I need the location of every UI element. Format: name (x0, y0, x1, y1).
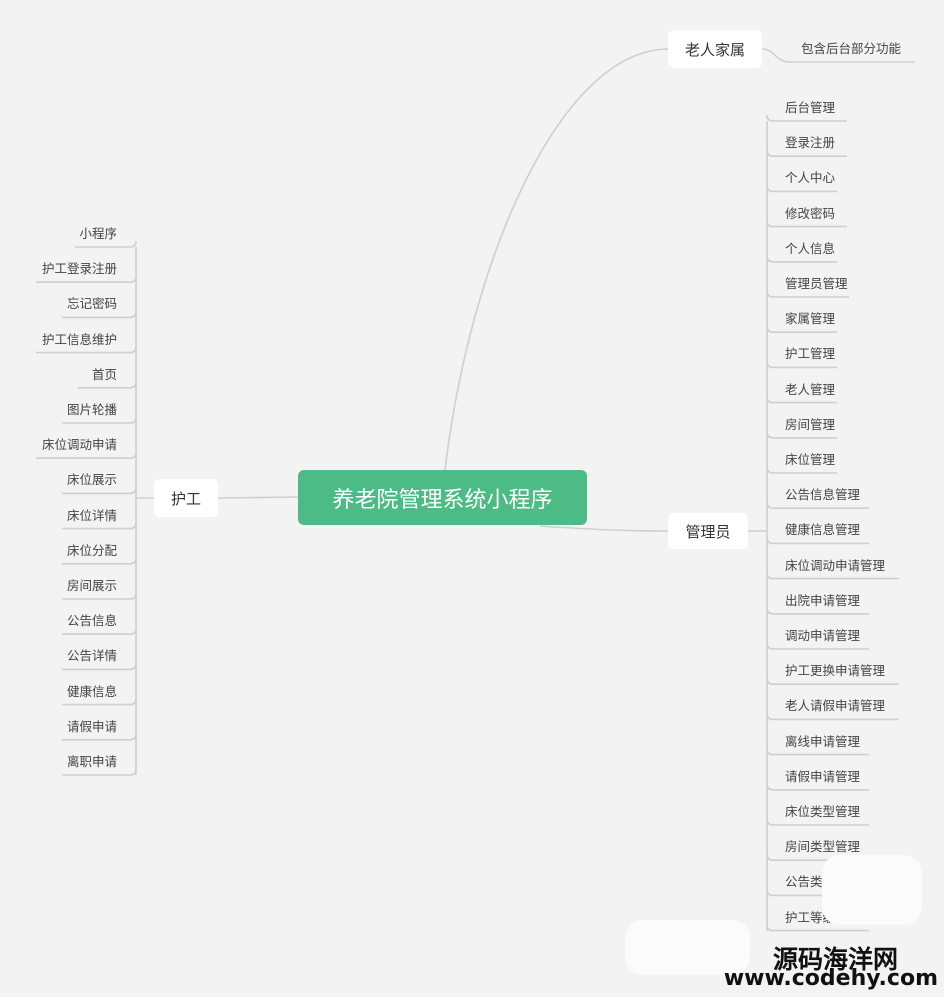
branch-family-node[interactable]: 老人家属 (668, 30, 762, 68)
nurse-leaf[interactable]: 图片轮播 (66, 402, 117, 417)
admin-leaf[interactable]: 个人信息 (785, 240, 836, 256)
admin-leaf[interactable]: 老人管理 (785, 381, 836, 397)
watermark-text: 源码海洋网 (772, 945, 898, 974)
nurse-leaf[interactable]: 健康信息 (66, 683, 117, 699)
connector-line (539, 525, 669, 532)
admin-leaf[interactable]: 后台管理 (785, 100, 836, 115)
admin-leaf[interactable]: 床位管理 (785, 452, 836, 467)
watermark-url: www.codehy.com (723, 966, 938, 991)
admin-leaf[interactable]: 离线申请管理 (785, 733, 861, 749)
nurse-leaf[interactable]: 床位展示 (66, 472, 117, 488)
nurse-leaf[interactable]: 床位详情 (66, 507, 117, 523)
connector-line (75, 240, 137, 248)
admin-leaf[interactable]: 个人中心 (785, 170, 836, 186)
nurse-leaf[interactable]: 请假申请 (66, 718, 117, 734)
admin-leaf[interactable]: 家属管理 (785, 311, 836, 327)
nurse-leaf[interactable]: 床位分配 (66, 542, 117, 558)
admin-leaf[interactable]: 床位类型管理 (785, 804, 861, 819)
admin-leaf[interactable]: 请假申请管理 (785, 768, 861, 784)
nurse-leaf[interactable]: 首页 (91, 366, 117, 382)
admin-leaf[interactable]: 公告类 (785, 874, 823, 890)
watermark-smudge (822, 855, 922, 925)
nurse-leaf[interactable]: 公告详情 (66, 648, 117, 664)
nurse-leaf[interactable]: 床位调动申请 (41, 437, 117, 453)
admin-leaf[interactable]: 床位调动申请管理 (785, 557, 886, 573)
branch-admin-node[interactable]: 管理员 (668, 513, 748, 549)
family-leaf[interactable]: 包含后台部分功能 (801, 41, 902, 56)
admin-leaf[interactable]: 房间类型管理 (785, 839, 861, 855)
admin-leaf[interactable]: 调动申请管理 (785, 628, 861, 643)
nurse-leaf[interactable]: 护工信息维护 (41, 331, 117, 347)
admin-leaf[interactable]: 修改密码 (785, 205, 836, 221)
nurse-leaf[interactable]: 离职申请 (66, 754, 117, 769)
connector-line (217, 496, 299, 499)
nurse-leaf[interactable]: 公告信息 (66, 613, 117, 629)
connector-line (766, 114, 847, 122)
admin-leaf[interactable]: 出院申请管理 (785, 592, 861, 608)
connector-line (444, 48, 669, 471)
nurse-leaf[interactable]: 忘记密码 (66, 296, 117, 312)
admin-leaf[interactable]: 登录注册 (785, 135, 836, 151)
admin-leaf[interactable]: 健康信息管理 (785, 522, 861, 538)
watermark-smudge (625, 920, 750, 975)
connector-line (761, 48, 915, 63)
admin-leaf[interactable]: 护工管理 (785, 346, 836, 362)
nurse-leaf[interactable]: 房间展示 (66, 578, 117, 593)
root-node[interactable]: 养老院管理系统小程序 (298, 470, 587, 525)
admin-leaf[interactable]: 房间管理 (785, 416, 836, 432)
admin-leaf[interactable]: 护工更换申请管理 (785, 663, 886, 679)
admin-leaf[interactable]: 公告信息管理 (785, 487, 861, 503)
admin-leaf[interactable]: 老人请假申请管理 (785, 698, 886, 714)
nurse-leaf[interactable]: 小程序 (79, 226, 117, 241)
branch-nurse-node[interactable]: 护工 (154, 479, 218, 517)
nurse-leaf[interactable]: 护工登录注册 (41, 261, 117, 277)
admin-leaf[interactable]: 管理员管理 (785, 276, 848, 291)
